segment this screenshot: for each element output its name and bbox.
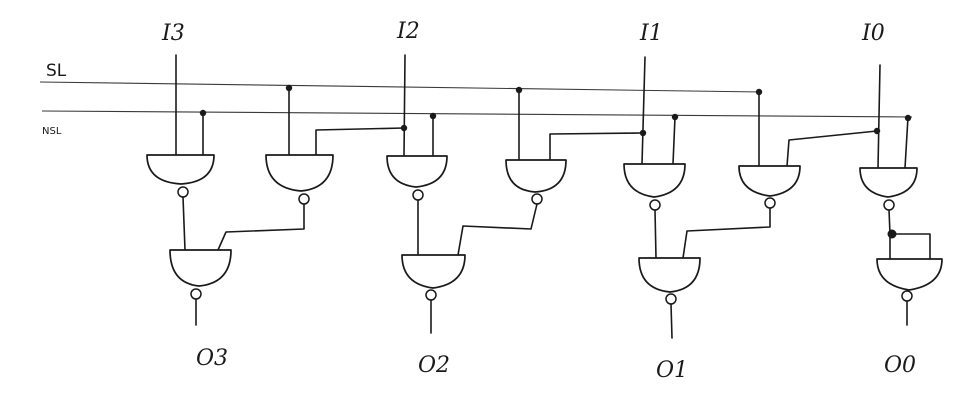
sl-label: SL	[46, 61, 67, 81]
inverter-bubble-b1	[764, 197, 776, 209]
nand-gate-a2	[386, 155, 448, 188]
nsl-rail	[41, 110, 913, 118]
output-label-o2: O2	[418, 353, 450, 378]
output-label-o1: O1	[656, 358, 688, 383]
wire-b3-to-gate-c3	[217, 203, 305, 251]
junction-sl-b3	[285, 84, 293, 92]
inverter-bubble-a3	[177, 186, 189, 198]
wire-a0-split	[888, 209, 931, 260]
stage-0	[859, 64, 943, 326]
nsl-label: NSL	[42, 126, 62, 137]
wire-b1-to-gate-c1	[682, 207, 771, 259]
wire-nsl-to-gate-a0	[904, 116, 909, 169]
nand-gate-b3	[265, 154, 334, 192]
nand-gate-a0	[859, 167, 918, 198]
input-label-i3: I3	[161, 21, 185, 46]
wire-i0-to-gate-a0	[877, 64, 881, 169]
inverter-bubble-b2	[531, 193, 543, 205]
junction-i1	[639, 129, 647, 137]
wire-i2-to-gate-b3	[315, 127, 405, 156]
junction-nsl-a3	[199, 109, 207, 117]
inverter-bubble-c3	[190, 288, 202, 300]
nand-gate-a1	[623, 163, 686, 198]
input-label-i1: I1	[639, 21, 663, 46]
inverter-bubble-a2	[412, 189, 424, 201]
inverter-bubble-c2	[425, 289, 437, 301]
wire-b2-to-gate-c2	[457, 203, 538, 256]
inverter-bubble-a1	[649, 199, 661, 211]
junction-sl-b1	[755, 88, 763, 96]
inverter-bubble-a0	[883, 199, 895, 211]
junction-i2	[400, 124, 408, 132]
wire-i0-to-gate-b1	[786, 130, 878, 167]
inverter-bubble-c1	[665, 293, 677, 305]
input-labels: I3 I2 I1 I0	[161, 19, 885, 46]
nand-gate-c2	[401, 254, 466, 289]
nand-gate-a3	[146, 154, 215, 185]
inverter-bubble-c0	[901, 290, 913, 302]
nand-gate-c3	[169, 249, 232, 287]
wire-output-o1	[670, 303, 673, 339]
nand-gate-b2	[505, 159, 567, 193]
output-labels: O3 O2 O1 O0	[196, 346, 916, 383]
junction-nsl-a2	[429, 112, 437, 120]
nand-gate-c0	[876, 258, 943, 291]
wire-a3-to-gate-c3	[182, 196, 186, 251]
sl-rail	[39, 81, 763, 93]
wire-i2-to-gate-a2	[403, 54, 406, 157]
rails: SL NSL	[39, 61, 913, 137]
junction-i0	[873, 127, 881, 135]
inverter-bubble-b3	[298, 193, 310, 205]
stage-2	[386, 54, 643, 334]
wire-a1-to-gate-c1	[654, 209, 657, 259]
wire-i1-to-gate-a1	[641, 56, 646, 165]
input-label-i2: I2	[396, 19, 420, 44]
output-label-o0: O0	[884, 353, 916, 378]
nand-gate-b1	[738, 165, 801, 197]
junction-nsl-a1	[671, 113, 679, 121]
junction-nsl-a0	[904, 114, 912, 122]
wire-i1-to-gate-b2	[549, 132, 643, 161]
junction-a0-split	[887, 229, 897, 239]
stage-1	[623, 56, 878, 339]
nand-gate-c1	[638, 257, 701, 293]
output-label-o3: O3	[196, 346, 228, 371]
wire-nsl-to-gate-a1	[672, 116, 676, 165]
input-label-i0: I0	[861, 21, 885, 46]
junction-sl-b2	[515, 86, 523, 94]
stage-3	[146, 54, 405, 326]
